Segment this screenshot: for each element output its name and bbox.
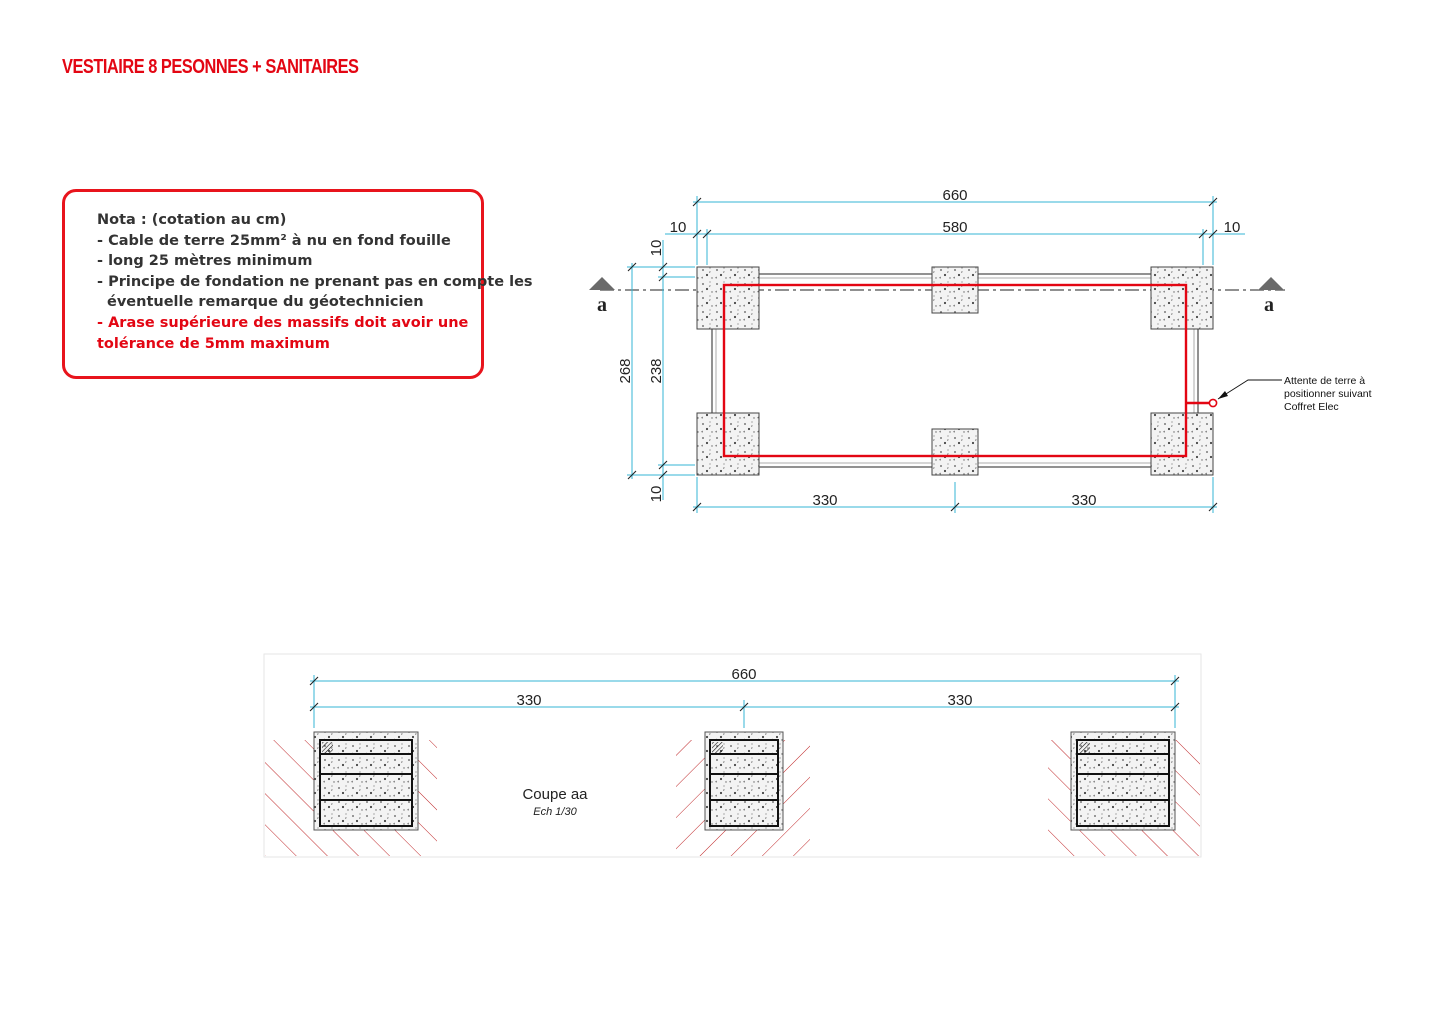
dim-total-width: 660	[942, 187, 967, 204]
section-marker-right-arrow	[1258, 277, 1284, 290]
nota-line-geotech: éventuelle remarque du géotechnicien	[107, 294, 424, 311]
earth-cable-loop	[722, 283, 1188, 458]
section-marker-right-label: a	[1264, 294, 1274, 316]
section-marker-left-arrow	[589, 277, 615, 290]
section-dim-left: 330	[516, 692, 541, 709]
footing-top-mid	[931, 266, 979, 314]
section-marker-left-label: a	[597, 294, 607, 316]
dim-bottom-right: 330	[1071, 492, 1096, 509]
dim-bottom-offset: 10	[648, 486, 665, 503]
nota-heading: Nota : (cotation au cm)	[97, 212, 287, 228]
plan-dimension-ticks	[627, 197, 1218, 512]
nota-line-length: - long 25 mètres minimum	[97, 253, 313, 270]
dim-inner-width: 580	[942, 219, 967, 236]
nota-alert-line-1: - Arase supérieure des massifs doit avoi…	[97, 314, 469, 331]
dim-total-depth: 268	[617, 358, 634, 383]
nota-line-principe: - Principe de fondation ne prenant pas e…	[97, 273, 533, 290]
nota-alert-line-2: tolérance de 5mm maximum	[97, 335, 330, 352]
dim-top-offset: 10	[648, 240, 665, 257]
footing-bottom-mid	[931, 428, 979, 476]
section-title: Coupe aa	[522, 786, 588, 803]
section-footing-left	[313, 731, 419, 831]
footing-bottom-right	[1150, 412, 1214, 476]
section-view: 660 330 330 Coupe aa Ech 1/30	[263, 653, 1202, 858]
section-dimension-ticks	[309, 676, 1180, 712]
nota-box: Nota : (cotation au cm) - Cable de terre…	[62, 189, 533, 379]
nota-text: Nota : (cotation au cm) - Cable de terre…	[97, 210, 533, 354]
footing-top-right	[1150, 266, 1214, 330]
section-dim-total: 660	[731, 666, 756, 683]
dim-inner-depth: 238	[648, 358, 665, 383]
annotation-leader	[1217, 379, 1282, 400]
section-dim-right: 330	[947, 692, 972, 709]
annotation-arrow-icon	[1218, 391, 1228, 399]
dim-bottom-left: 330	[812, 492, 837, 509]
section-scale: Ech 1/30	[533, 806, 577, 818]
footing-top-left	[696, 266, 760, 330]
dim-left-offset: 10	[670, 219, 687, 236]
annotation-line-1: Attente de terre à	[1284, 375, 1365, 387]
plan-view: a a Attente de terre à positionner suiva…	[589, 187, 1372, 513]
section-footing-right	[1070, 731, 1176, 831]
section-footing-mid	[704, 731, 784, 831]
annotation-line-3: Coffret Elec	[1284, 401, 1339, 413]
page-title: VESTIAIRE 8 PESONNES + SANITAIRES	[62, 56, 359, 78]
annotation-line-2: positionner suivant	[1284, 388, 1372, 400]
footing-bottom-left	[696, 412, 760, 476]
dim-right-offset: 10	[1224, 219, 1241, 236]
earth-terminal-icon	[1208, 398, 1218, 408]
nota-line-cable: - Cable de terre 25mm² à nu en fond foui…	[97, 232, 451, 249]
